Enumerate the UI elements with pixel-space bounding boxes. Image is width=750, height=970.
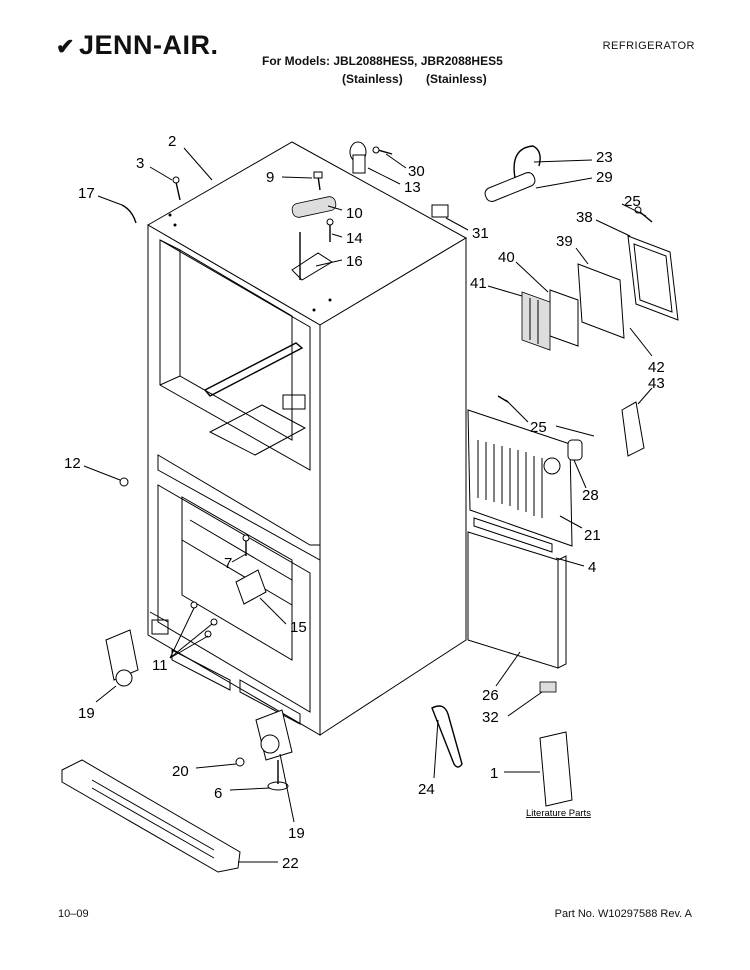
footer-part-number: Part No. W10297588 Rev. A xyxy=(554,908,692,920)
callout-29: 29 xyxy=(596,169,613,186)
part-hinge-cover-10 xyxy=(291,196,337,218)
literature-parts-label: Literature Parts xyxy=(526,808,591,819)
callout-42: 42 xyxy=(648,359,665,376)
footer-date: 10–09 xyxy=(58,908,89,920)
callout-7: 7 xyxy=(224,555,232,572)
callout-17: 17 xyxy=(78,185,95,202)
part-screw-20 xyxy=(235,757,245,767)
callout-38: 38 xyxy=(576,209,593,226)
callout-22: 22 xyxy=(282,855,299,872)
callout-31: 31 xyxy=(472,225,489,242)
callout-23: 23 xyxy=(596,149,613,166)
callout-25-upper: 25 xyxy=(624,193,641,210)
part-screw-3 xyxy=(172,176,181,201)
part-loop-23 xyxy=(513,145,541,179)
part-tube-17 xyxy=(121,204,137,224)
part-bracket-39 xyxy=(577,263,625,339)
callout-20: 20 xyxy=(172,763,189,780)
callout-14: 14 xyxy=(346,230,363,247)
callout-2: 2 xyxy=(168,133,176,150)
part-roller-19-left xyxy=(105,629,139,687)
part-screw-30 xyxy=(372,146,393,155)
callout-labels: 2 3 17 9 10 14 16 30 13 31 23 29 25 38 3… xyxy=(64,133,665,872)
part-roller-19-right xyxy=(255,709,293,761)
part-panel-21 xyxy=(467,409,573,547)
finish-label-2: (Stainless) xyxy=(426,72,487,86)
callout-24: 24 xyxy=(418,781,435,798)
callout-19-left: 19 xyxy=(78,705,95,722)
part-screw-12 xyxy=(119,477,129,487)
callout-30: 30 xyxy=(408,163,425,180)
callout-3: 3 xyxy=(136,155,144,172)
part-screw-9 xyxy=(313,171,323,191)
part-stud-7 xyxy=(242,534,250,556)
callout-26: 26 xyxy=(482,687,499,704)
callout-32: 32 xyxy=(482,709,499,726)
part-bracket-15 xyxy=(235,569,267,605)
callout-28: 28 xyxy=(582,487,599,504)
part-bolt-14 xyxy=(326,218,334,242)
callout-39: 39 xyxy=(556,233,573,250)
brand-name: JENN-AIR. xyxy=(78,30,219,60)
callout-40: 40 xyxy=(498,249,515,266)
part-toe-grille-22 xyxy=(61,759,241,873)
callout-15: 15 xyxy=(290,619,307,636)
cabinet-drawing xyxy=(147,141,468,736)
category-label: REFRIGERATOR xyxy=(602,40,695,52)
callout-19-right: 19 xyxy=(288,825,305,842)
part-control-40 xyxy=(549,289,579,347)
models-line: For Models: JBL2088HES5, JBR2088HES5 xyxy=(262,54,503,68)
callout-41: 41 xyxy=(470,275,487,292)
part-board-41 xyxy=(521,291,551,351)
part-clip-28 xyxy=(567,439,583,461)
callout-9: 9 xyxy=(266,169,274,186)
callout-11: 11 xyxy=(152,657,168,674)
callout-10: 10 xyxy=(346,205,363,222)
part-leveler-6 xyxy=(267,760,289,791)
brand-logo: ✔JENN-AIR. xyxy=(56,30,218,61)
callout-12: 12 xyxy=(64,455,81,472)
callout-13: 13 xyxy=(404,179,421,196)
part-hose-24 xyxy=(431,705,463,768)
part-bracket-43 xyxy=(621,401,645,457)
callout-6: 6 xyxy=(214,785,222,802)
part-screws-11 xyxy=(190,601,218,638)
part-hinge-13 xyxy=(349,141,367,174)
callout-1: 1 xyxy=(490,765,498,782)
leader-lines xyxy=(83,147,653,863)
callout-25-lower: 25 xyxy=(530,419,547,436)
jenn-air-emblem-icon: ✔ xyxy=(56,34,75,59)
callout-4: 4 xyxy=(588,559,596,576)
part-manual-1 xyxy=(539,731,573,807)
part-clip-31 xyxy=(431,204,449,218)
callout-16: 16 xyxy=(346,253,363,270)
callout-21: 21 xyxy=(584,527,601,544)
part-clip-32 xyxy=(539,681,557,693)
part-seal-4 xyxy=(473,517,553,553)
callout-43: 43 xyxy=(648,375,665,392)
part-grille-26 xyxy=(467,531,567,669)
part-cover-38 xyxy=(627,235,679,321)
part-tube-29 xyxy=(484,172,536,202)
finish-label-1: (Stainless) xyxy=(342,72,403,86)
